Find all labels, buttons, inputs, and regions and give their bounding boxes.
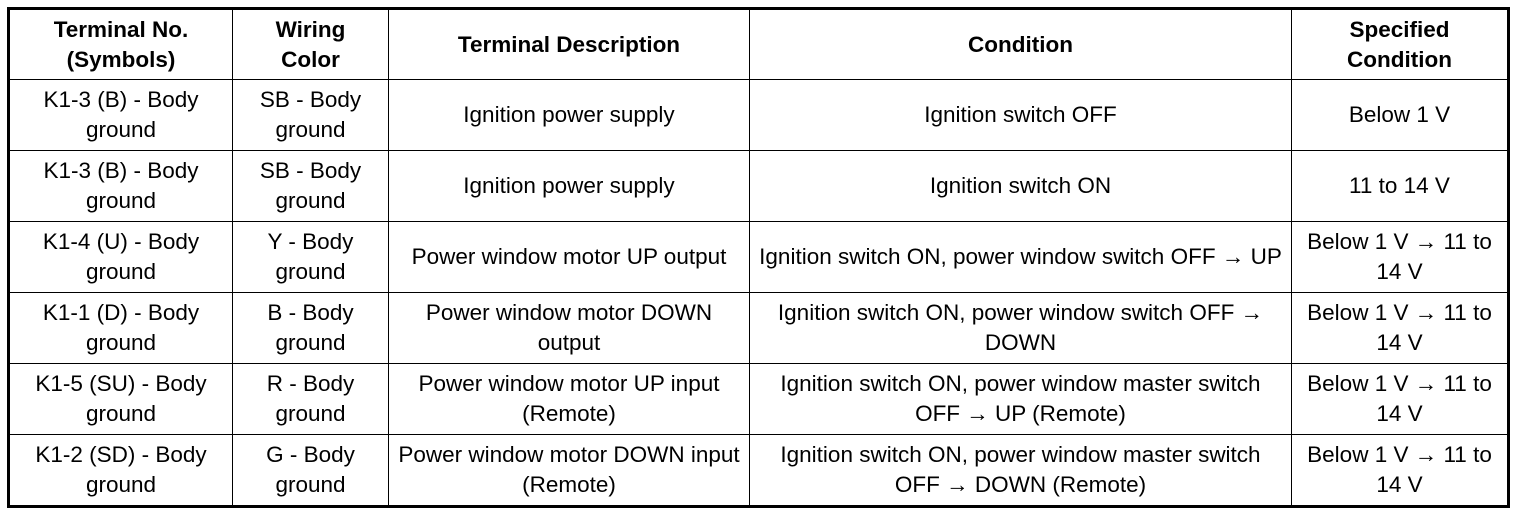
header-row: Terminal No. (Symbols) Wiring Color Term… [8,8,1509,80]
header-terminal-description: Terminal Description [388,8,750,80]
terminal-cell: K1-2 (SD) - Body ground [8,434,233,507]
specified-condition-cell: Below 1 V → 11 to 14 V [1291,221,1509,293]
wiring-color-cell: B - Body ground [232,292,389,364]
terminal-cell: K1-1 (D) - Body ground [8,292,233,364]
table-row: K1-2 (SD) - Body ground G - Body ground … [8,434,1509,507]
terminal-cell: K1-5 (SU) - Body ground [8,363,233,435]
description-cell: Power window motor DOWN output [388,292,750,364]
description-cell: Power window motor UP input (Remote) [388,363,750,435]
table-row: K1-3 (B) - Body ground SB - Body ground … [8,79,1509,151]
description-cell: Power window motor DOWN input (Remote) [388,434,750,507]
specified-condition-cell: Below 1 V → 11 to 14 V [1291,363,1509,435]
wiring-color-cell: G - Body ground [232,434,389,507]
condition-cell: Ignition switch ON [749,150,1292,222]
specified-condition-cell: 11 to 14 V [1291,150,1509,222]
terminal-cell: K1-3 (B) - Body ground [8,79,233,151]
header-terminal-no: Terminal No. (Symbols) [8,8,233,80]
description-cell: Power window motor UP output [388,221,750,293]
condition-cell: Ignition switch ON, power window switch … [749,292,1292,364]
specified-condition-cell: Below 1 V [1291,79,1509,151]
table-row: K1-4 (U) - Body ground Y - Body ground P… [8,221,1509,293]
wiring-color-cell: R - Body ground [232,363,389,435]
specified-condition-cell: Below 1 V → 11 to 14 V [1291,292,1509,364]
description-cell: Ignition power supply [388,79,750,151]
wiring-color-cell: Y - Body ground [232,221,389,293]
terminal-cell: K1-4 (U) - Body ground [8,221,233,293]
wiring-color-cell: SB - Body ground [232,79,389,151]
table-row: K1-5 (SU) - Body ground R - Body ground … [8,363,1509,435]
table-row: K1-3 (B) - Body ground SB - Body ground … [8,150,1509,222]
description-cell: Ignition power supply [388,150,750,222]
header-specified-condition: Specified Condition [1291,8,1509,80]
terminal-inspection-table: Terminal No. (Symbols) Wiring Color Term… [7,7,1510,508]
header-wiring-color: Wiring Color [232,8,389,80]
condition-cell: Ignition switch ON, power window switch … [749,221,1292,293]
specified-condition-cell: Below 1 V → 11 to 14 V [1291,434,1509,507]
table-row: K1-1 (D) - Body ground B - Body ground P… [8,292,1509,364]
condition-cell: Ignition switch OFF [749,79,1292,151]
wiring-color-cell: SB - Body ground [232,150,389,222]
terminal-cell: K1-3 (B) - Body ground [8,150,233,222]
condition-cell: Ignition switch ON, power window master … [749,434,1292,507]
header-condition: Condition [749,8,1292,80]
condition-cell: Ignition switch ON, power window master … [749,363,1292,435]
